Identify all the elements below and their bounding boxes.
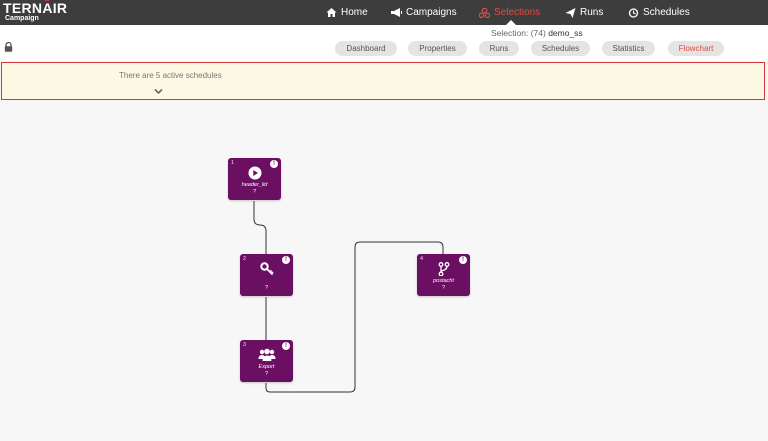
tab-dashboard[interactable]: Dashboard (335, 41, 397, 56)
flowchart-connections (253, 201, 444, 393)
info-icon[interactable]: ! (282, 342, 290, 350)
node-number: 1 (231, 160, 235, 166)
branch-icon (438, 262, 449, 276)
flow-node-4[interactable]: 4 ! postacht ? (417, 254, 470, 296)
nav-home[interactable]: Home (326, 0, 368, 25)
tab-statistics[interactable]: Statistics (602, 41, 655, 56)
selections-icon (479, 7, 490, 18)
connector-1-2 (253, 201, 267, 254)
tab-properties[interactable]: Properties (408, 41, 467, 56)
nav-runs[interactable]: Runs (565, 0, 603, 25)
banner-text: There are 5 active schedules (119, 71, 222, 80)
logo-subtitle: Campaign (5, 15, 39, 22)
nav-campaigns[interactable]: Campaigns (391, 0, 457, 25)
home-icon (326, 8, 337, 17)
clock-icon (628, 7, 639, 18)
info-icon[interactable]: ! (270, 160, 278, 168)
nav-schedules-label: Schedules (643, 7, 690, 18)
chevron-down-icon[interactable] (154, 88, 163, 95)
selection-title: Selection: (74) demo_ss (491, 28, 583, 38)
nav-schedules[interactable]: Schedules (628, 0, 690, 25)
active-nav-caret (506, 20, 516, 25)
node-status: ? (264, 371, 269, 377)
active-schedules-banner: There are 5 active schedules (1, 62, 765, 100)
node-number: 4 (420, 256, 424, 262)
selection-prefix: Selection: (74) (491, 28, 546, 38)
node-number: 2 (243, 256, 247, 262)
selection-subheader: Selection: (74) demo_ss Dashboard Proper… (0, 25, 768, 61)
nav-selections-label: Selections (494, 7, 541, 18)
users-icon (258, 348, 275, 361)
flow-node-3[interactable]: 3 ! Export ? (240, 340, 293, 382)
play-icon (248, 166, 261, 180)
node-label: header_lid (241, 182, 268, 188)
nav-runs-label: Runs (580, 7, 604, 18)
nav-campaigns-label: Campaigns (406, 7, 457, 18)
tab-runs[interactable]: Runs (479, 41, 519, 56)
nav-home-label: Home (341, 7, 368, 18)
node-number: 3 (243, 342, 247, 348)
flowchart-canvas[interactable]: 1 ! header_lid ? 2 ! ? 3 ! Export ? 4 ! … (0, 101, 768, 441)
node-status: ? (264, 285, 269, 291)
info-icon[interactable]: ! (282, 256, 290, 264)
info-icon[interactable]: ! (459, 256, 467, 264)
connector-3-4 (265, 241, 444, 393)
selection-name: demo_ss (548, 28, 583, 38)
flow-node-2[interactable]: 2 ! ? (240, 254, 293, 296)
key-icon (259, 262, 274, 276)
tab-schedules[interactable]: Schedules (531, 41, 590, 56)
node-label: Export (258, 364, 275, 370)
node-label: postacht (433, 278, 454, 284)
lock-icon[interactable] (4, 42, 13, 52)
tab-flowchart[interactable]: Flowchart (668, 41, 724, 56)
paper-plane-icon (565, 7, 576, 18)
nav-selections[interactable]: Selections (479, 0, 540, 25)
flow-node-1[interactable]: 1 ! header_lid ? (228, 158, 281, 200)
node-status: ? (252, 189, 257, 195)
megaphone-icon (391, 8, 402, 17)
node-status: ? (441, 285, 446, 291)
